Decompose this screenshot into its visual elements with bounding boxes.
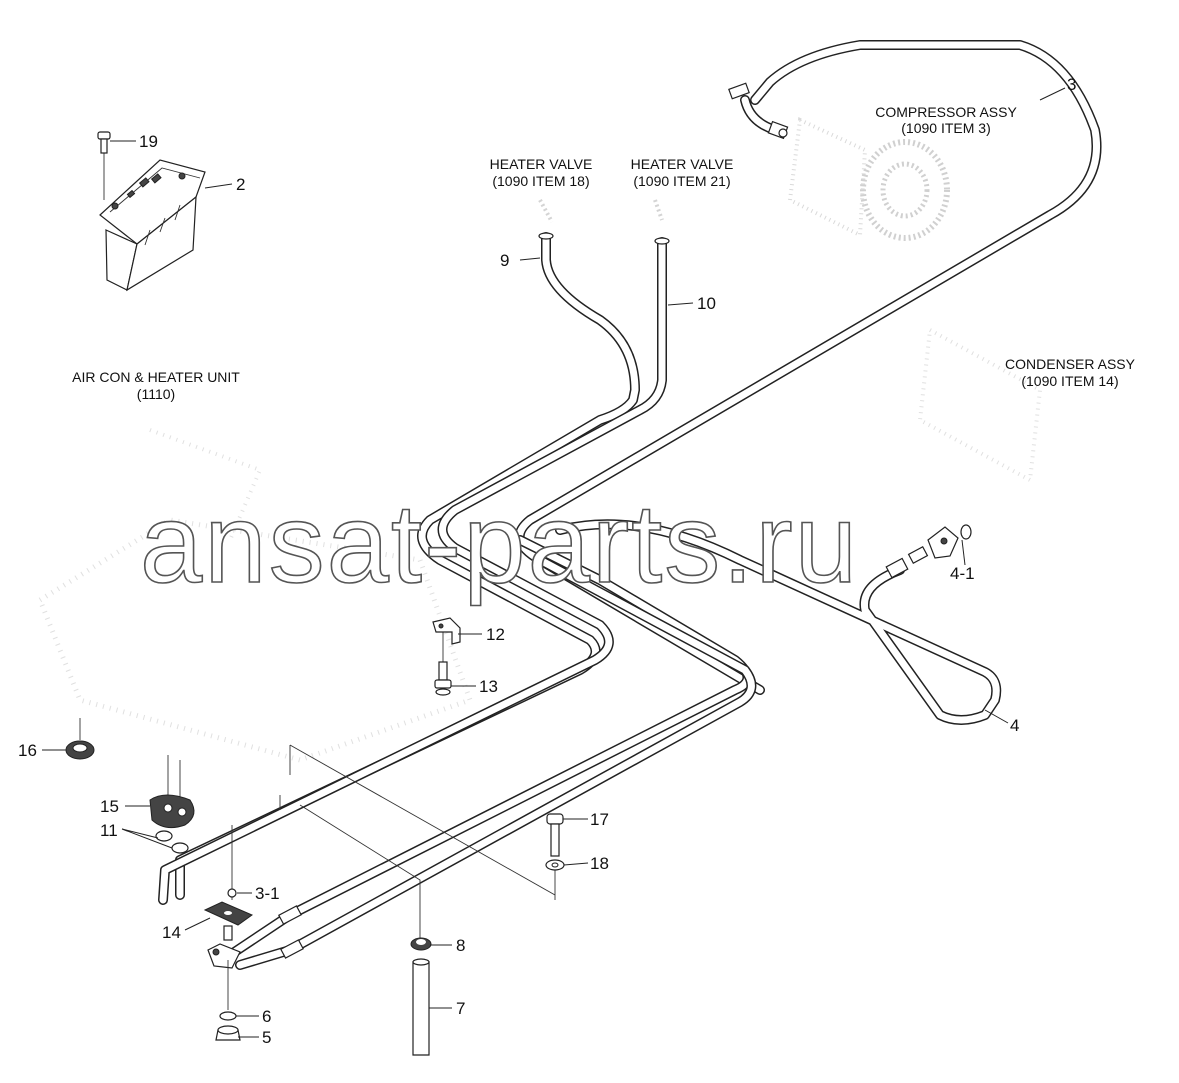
svg-text:(1090 ITEM 18): (1090 ITEM 18)	[492, 173, 589, 189]
svg-text:CONDENSER ASSY: CONDENSER ASSY	[1005, 356, 1136, 372]
callout-3: 3	[1067, 75, 1076, 94]
svg-text:(1110): (1110)	[137, 386, 175, 402]
watermark: ansat-parts.ru	[140, 481, 859, 606]
svg-text:HEATER VALVE: HEATER VALVE	[631, 156, 734, 172]
hose-4	[555, 519, 1002, 725]
heater-hose-10	[158, 237, 670, 905]
caption-compressor: COMPRESSOR ASSY (1090 ITEM 3)	[875, 104, 1017, 136]
washer-18	[545, 859, 565, 871]
hose-3	[514, 40, 1102, 695]
clamps-11	[155, 830, 189, 854]
callout-numbers: 3 2 19 9 10 4-1 4 12 13 16 15 11 3-1 14 …	[18, 75, 1076, 1047]
callout-19: 19	[139, 132, 158, 151]
bracket-12	[432, 617, 461, 645]
callout-16: 16	[18, 741, 37, 760]
caption-heater-valve-18: HEATER VALVE (1090 ITEM 18)	[490, 156, 593, 189]
callout-8: 8	[456, 936, 465, 955]
construction-lines	[79, 150, 556, 1010]
svg-text:COMPRESSOR ASSY: COMPRESSOR ASSY	[875, 104, 1017, 120]
caption-heater-valve-21: HEATER VALVE (1090 ITEM 21)	[631, 156, 734, 189]
bolt-17	[546, 813, 564, 857]
heater-valve-ghosts	[538, 199, 664, 223]
bolt-13	[434, 661, 452, 696]
callout-10: 10	[697, 294, 716, 313]
callout-13: 13	[479, 677, 498, 696]
callout-4: 4	[1010, 716, 1019, 735]
grommet-16	[65, 740, 95, 760]
svg-text:(1090 ITEM 3): (1090 ITEM 3)	[901, 120, 990, 136]
callout-12: 12	[486, 625, 505, 644]
callout-15: 15	[100, 797, 119, 816]
compressor-ghost	[787, 117, 950, 241]
svg-text:HEATER VALVE: HEATER VALVE	[490, 156, 593, 172]
caption-aircon-unit: AIR CON & HEATER UNIT (1110)	[72, 369, 240, 402]
clip-8	[410, 937, 432, 951]
plate-14	[203, 888, 254, 941]
svg-text:AIR CON & HEATER UNIT: AIR CON & HEATER UNIT	[72, 369, 240, 385]
washer-6	[219, 1011, 237, 1021]
leader-lines	[42, 87, 1066, 1038]
callout-17: 17	[590, 810, 609, 829]
heater-hose-9	[175, 232, 640, 900]
callout-18: 18	[590, 854, 609, 873]
callout-3-1: 3-1	[255, 884, 280, 903]
svg-text:(1090 ITEM 21): (1090 ITEM 21)	[633, 173, 730, 189]
callout-7: 7	[456, 999, 465, 1018]
caption-condenser: CONDENSER ASSY (1090 ITEM 14)	[1005, 356, 1136, 389]
callout-4-1: 4-1	[950, 564, 975, 583]
liquid-lines-lower	[207, 535, 757, 970]
drain-hose-7	[412, 958, 430, 1056]
callout-2: 2	[236, 175, 245, 194]
seal-15	[149, 794, 195, 829]
callout-11: 11	[100, 821, 118, 840]
condenser-ghost	[917, 326, 1043, 484]
svg-text:(1090 ITEM 14): (1090 ITEM 14)	[1021, 373, 1118, 389]
callout-9: 9	[500, 251, 509, 270]
control-panel	[99, 159, 206, 292]
nut-5	[215, 1025, 241, 1041]
callout-14: 14	[162, 923, 181, 942]
screw-19	[97, 131, 111, 154]
callout-6: 6	[262, 1007, 271, 1026]
callout-5: 5	[262, 1028, 271, 1047]
compressor-fittings	[728, 82, 789, 140]
